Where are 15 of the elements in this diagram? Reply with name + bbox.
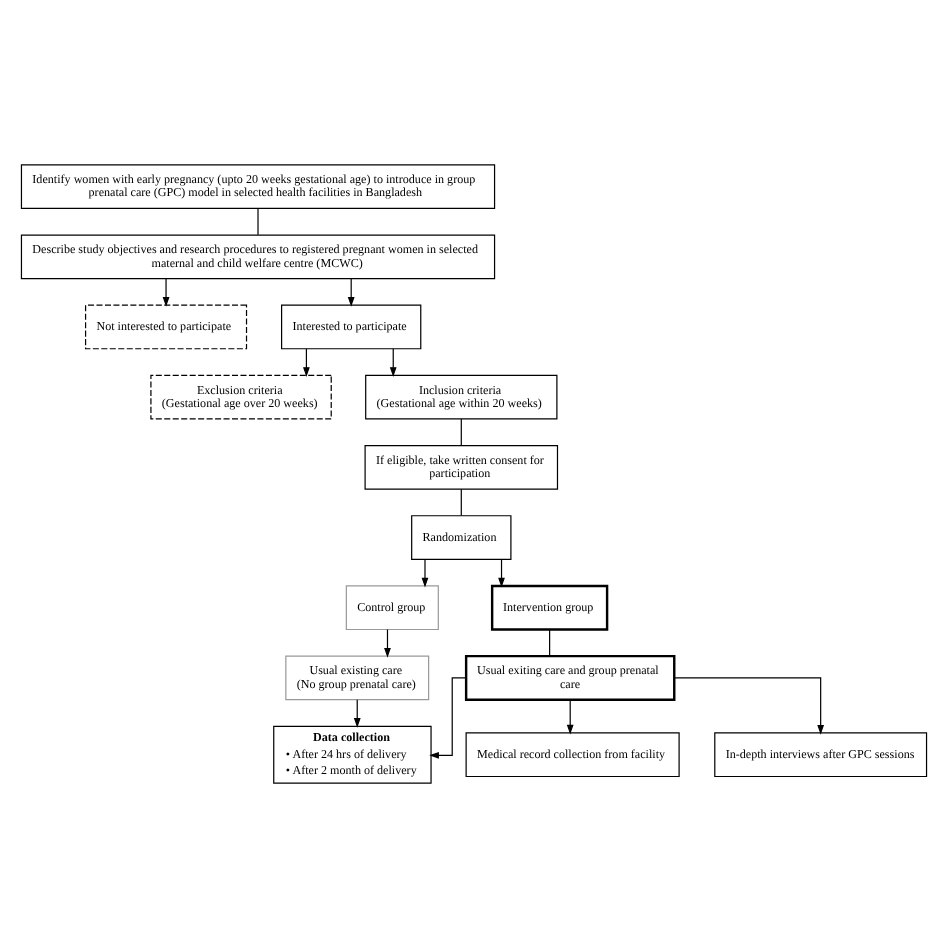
arrow bbox=[674, 677, 825, 735]
arrow bbox=[421, 558, 429, 588]
arrow bbox=[384, 628, 391, 658]
connector bbox=[257, 207, 259, 236]
arrow bbox=[429, 677, 467, 759]
arrow bbox=[162, 278, 170, 307]
connector bbox=[549, 628, 551, 657]
arrow bbox=[303, 348, 310, 377]
arrow bbox=[389, 348, 397, 377]
connector bbox=[460, 488, 462, 517]
arrow bbox=[353, 699, 361, 728]
arrow bbox=[566, 699, 574, 735]
arrow bbox=[347, 278, 355, 307]
arrow bbox=[498, 558, 505, 588]
connector bbox=[460, 418, 462, 446]
